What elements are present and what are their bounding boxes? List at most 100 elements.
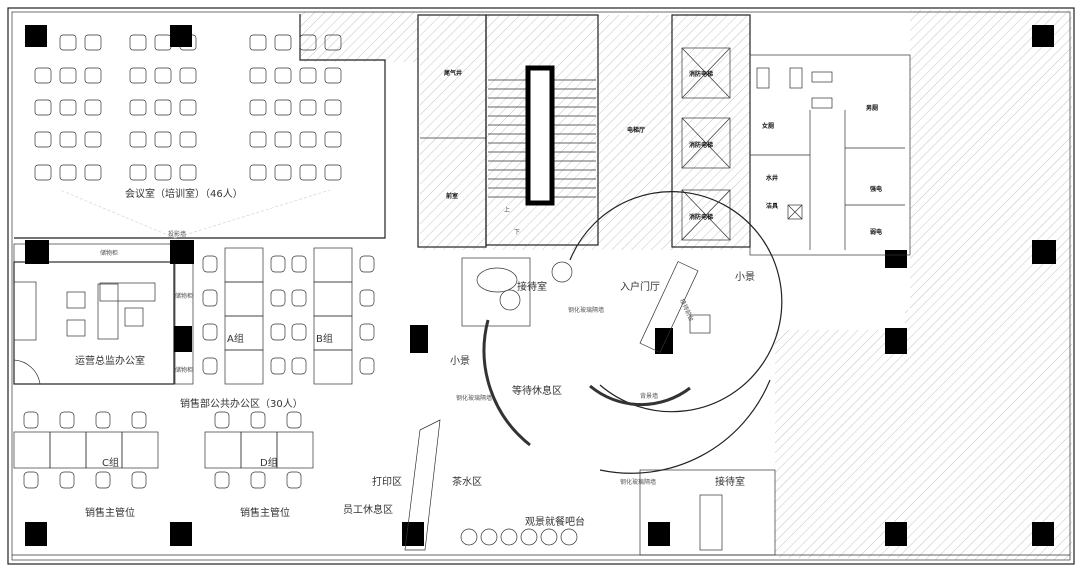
chair <box>59 411 75 429</box>
label-stair-up: 上 <box>504 206 510 214</box>
label-bar-counter: 观景就餐吧台 <box>525 515 585 528</box>
chair <box>324 34 342 51</box>
fire-elevators <box>681 47 731 241</box>
label-storage: 储物柜 <box>175 292 193 300</box>
chair <box>291 357 307 375</box>
label-glass-partition: 钢化玻璃隔墙 <box>620 478 656 486</box>
meeting-room <box>14 14 386 239</box>
chair <box>249 164 267 181</box>
chair <box>154 99 172 116</box>
chair <box>154 34 172 51</box>
chair <box>270 255 286 273</box>
chair <box>179 67 197 84</box>
chair <box>299 131 317 148</box>
chair <box>286 471 302 489</box>
label-staff-lounge: 员工休息区 <box>343 503 393 516</box>
label-small-scene: 小景 <box>450 355 470 367</box>
label-strong-power: 强电 <box>870 185 882 193</box>
chair <box>214 411 230 429</box>
desk <box>313 281 353 317</box>
desk <box>313 349 353 385</box>
label-stair-down: 下 <box>514 229 520 236</box>
desk <box>224 281 264 317</box>
chair <box>274 34 292 51</box>
label-water-shaft: 水井 <box>766 174 778 182</box>
label-reception-room: 接待室 <box>517 280 547 293</box>
desk <box>13 431 51 469</box>
chair <box>34 67 52 84</box>
chair <box>34 131 52 148</box>
chair <box>291 289 307 307</box>
chair <box>202 289 218 307</box>
chair <box>84 164 102 181</box>
label-projection-wall: 投影墙 <box>168 230 186 238</box>
chair <box>59 131 77 148</box>
chair <box>95 411 111 429</box>
chair <box>34 99 52 116</box>
chair <box>359 357 375 375</box>
label-glass-partition: 钢化玻璃隔墙 <box>568 306 604 314</box>
chair <box>154 164 172 181</box>
chair <box>23 411 39 429</box>
label-reception-room: 接待室 <box>715 475 745 488</box>
chair <box>154 67 172 84</box>
chair <box>249 99 267 116</box>
label-storage: 储物柜 <box>175 366 193 374</box>
chair <box>274 67 292 84</box>
chair <box>129 67 147 84</box>
chair <box>202 357 218 375</box>
chair <box>270 289 286 307</box>
bar-stool <box>480 528 498 546</box>
label-print-area: 打印区 <box>372 475 402 488</box>
desk <box>204 431 242 469</box>
chair <box>84 67 102 84</box>
chair <box>286 411 302 429</box>
entrance-hall <box>404 191 783 556</box>
label-cleaning-tools: 洁具 <box>766 202 778 210</box>
chair <box>202 255 218 273</box>
chair <box>249 34 267 51</box>
chair <box>250 411 266 429</box>
chair <box>324 131 342 148</box>
chair <box>179 131 197 148</box>
chair <box>250 471 266 489</box>
label-fire-elevator: 消防电梯 <box>689 213 713 221</box>
bar-stool <box>500 528 518 546</box>
label-waiting-area: 等待休息区 <box>512 384 562 397</box>
chair <box>249 67 267 84</box>
chair <box>359 289 375 307</box>
chair <box>23 471 39 489</box>
chair <box>84 34 102 51</box>
chair <box>270 323 286 341</box>
desk <box>224 349 264 385</box>
label-tea-area: 茶水区 <box>452 475 482 488</box>
label-reception-desk: 接待前台 <box>678 297 695 322</box>
chair <box>359 255 375 273</box>
label-feature-wall: 背景墙 <box>640 392 658 400</box>
structural-columns <box>25 25 1056 546</box>
desk <box>224 247 264 283</box>
chair <box>179 99 197 116</box>
bar-stool <box>560 528 578 546</box>
outer-wall <box>7 7 1075 565</box>
meeting-chairs <box>34 34 342 181</box>
chair <box>274 164 292 181</box>
bar-stool <box>540 528 558 546</box>
chair <box>179 164 197 181</box>
chair <box>129 99 147 116</box>
bar-stool <box>520 528 538 546</box>
bar-stools <box>460 528 578 546</box>
chair <box>129 34 147 51</box>
label-mens-wc: 男厕 <box>866 104 878 112</box>
chair <box>324 164 342 181</box>
chair <box>214 471 230 489</box>
label-elevator-hall: 电梯厅 <box>627 126 645 134</box>
chair <box>274 99 292 116</box>
label-front-room: 前室 <box>446 192 458 200</box>
chair <box>84 99 102 116</box>
hatched-areas <box>300 10 1072 560</box>
chair <box>154 131 172 148</box>
chair <box>202 323 218 341</box>
chair <box>274 131 292 148</box>
bar-stool <box>460 528 478 546</box>
